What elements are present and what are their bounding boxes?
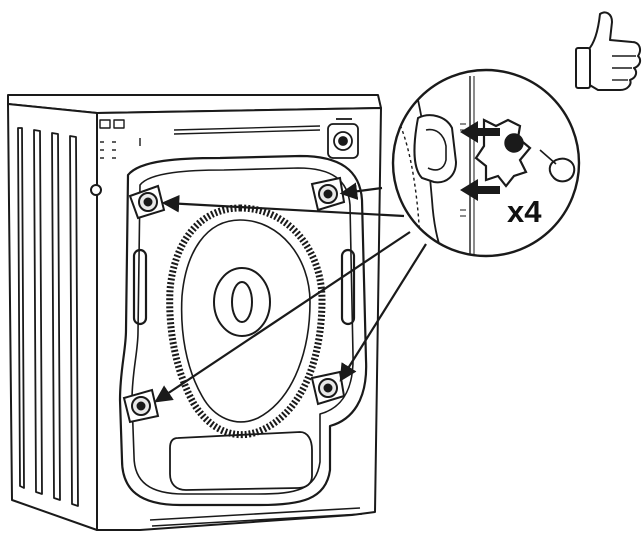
machine-bottom-lip-2 <box>151 513 363 527</box>
quantity-label: x4 <box>507 194 542 229</box>
thumbs-up-icon <box>575 11 642 91</box>
pointer-arrows <box>154 182 427 403</box>
drum-center-hub <box>213 267 271 337</box>
back-panel-labels <box>99 119 321 159</box>
detail-bracket <box>413 114 458 184</box>
arrow-to-top-left-bolt <box>161 194 405 218</box>
drum-outer-ring <box>166 204 326 439</box>
side-hole <box>90 184 102 196</box>
detail-spacer <box>548 157 576 183</box>
side-ribs <box>17 127 79 507</box>
washing-machine <box>7 94 382 531</box>
arrow-to-bottom-left-bolt <box>154 231 411 403</box>
drum-inner-ring <box>180 219 311 423</box>
detail-magnifier <box>391 68 581 258</box>
drum <box>166 204 326 439</box>
machine-back-panel <box>96 107 382 531</box>
detail-arrow-upper <box>460 121 500 143</box>
arrow-to-top-right-bolt <box>339 182 383 201</box>
transport-bolt-bottom-right <box>310 370 346 406</box>
tub-slot-right <box>340 248 356 326</box>
drum-center-slot <box>231 281 253 323</box>
transport-bolt-top-right <box>310 176 346 212</box>
transport-bolt-bottom-left <box>122 388 160 424</box>
detail-indicator-arrows <box>460 121 500 201</box>
tub-frame <box>118 154 368 507</box>
tub-bottom-chamber <box>169 431 313 491</box>
machine-bottom-lip <box>149 507 361 521</box>
tub-slot-left <box>132 248 148 326</box>
detail-arrow-lower <box>460 179 500 201</box>
detail-bolt-head <box>504 133 524 153</box>
tub-outer-frame <box>118 154 368 507</box>
inlet-valve <box>327 118 359 159</box>
arrow-to-bottom-right-bolt <box>339 243 427 382</box>
